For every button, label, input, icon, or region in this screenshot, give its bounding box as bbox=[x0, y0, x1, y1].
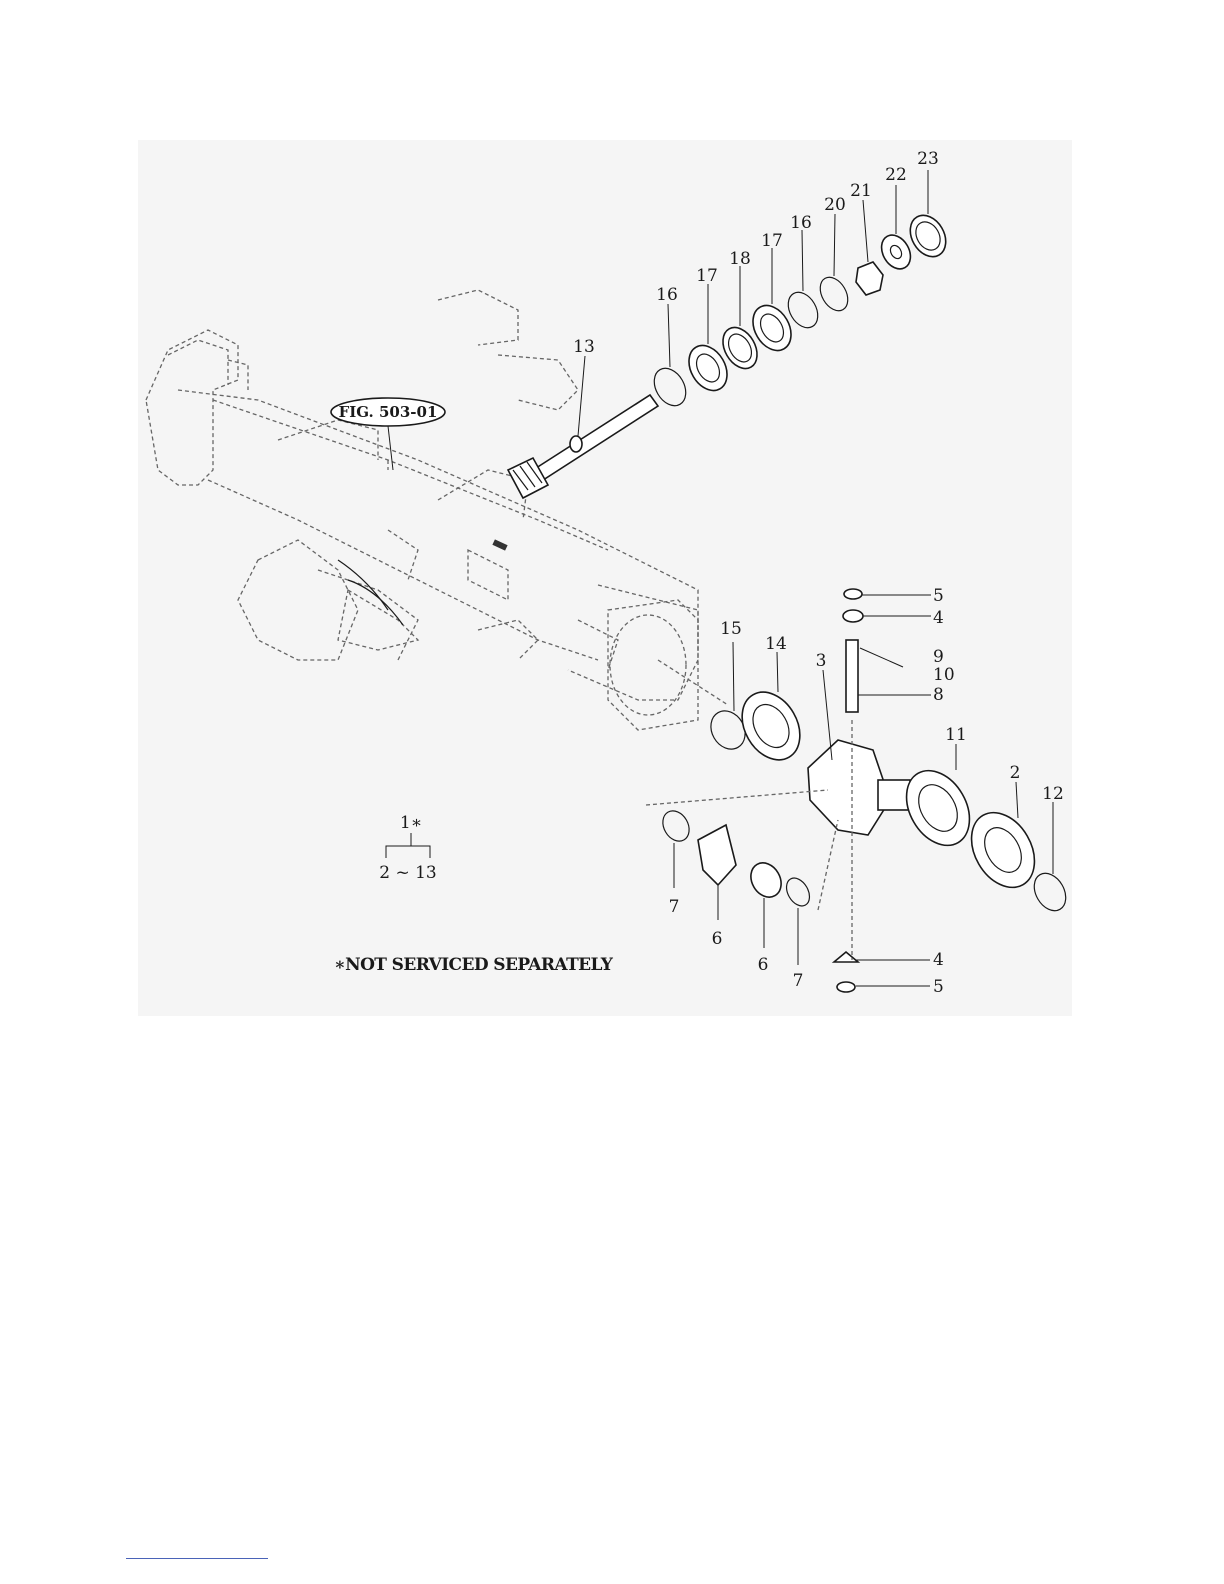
callout-3: 3 bbox=[816, 651, 827, 671]
assembly-note: 1∗ 2 ~ 13 ∗NOT SERVICED SEPARATELY bbox=[334, 813, 614, 975]
footer-rule bbox=[126, 1558, 268, 1559]
callout-7-right: 7 bbox=[793, 971, 804, 991]
callout-16-lower: 16 bbox=[656, 285, 678, 305]
callout-4-upper: 4 bbox=[933, 608, 944, 628]
pinion-shaft bbox=[508, 395, 658, 498]
callout-16-upper: 16 bbox=[790, 213, 812, 233]
callout-22: 22 bbox=[885, 165, 907, 185]
callout-21: 21 bbox=[850, 181, 872, 201]
callout-4-lower: 4 bbox=[933, 950, 944, 970]
callout-5-upper: 5 bbox=[933, 586, 944, 606]
assembly-range: 2 ~ 13 bbox=[379, 863, 437, 883]
callout-7-left: 7 bbox=[669, 897, 680, 917]
callout-6-left: 6 bbox=[712, 929, 723, 949]
upper-bearing-stack bbox=[648, 209, 953, 411]
differential-assembly bbox=[646, 589, 1072, 992]
diagram-panel: FIG. 503-01 bbox=[138, 140, 1072, 1016]
exploded-parts-diagram: FIG. 503-01 bbox=[138, 140, 1072, 1016]
callout-23: 23 bbox=[917, 149, 939, 169]
callout-17-lower: 17 bbox=[696, 266, 718, 286]
callout-17-upper: 17 bbox=[761, 231, 783, 251]
callout-15: 15 bbox=[720, 619, 742, 639]
callout-6-right: 6 bbox=[758, 955, 769, 975]
callout-2: 2 bbox=[1010, 763, 1021, 783]
callout-9: 9 bbox=[933, 647, 944, 667]
callout-13: 13 bbox=[573, 337, 595, 357]
callout-20: 20 bbox=[824, 195, 846, 215]
not-serviced-footnote: ∗NOT SERVICED SEPARATELY bbox=[334, 955, 614, 975]
callout-11: 11 bbox=[945, 725, 967, 745]
assembly-number: 1∗ bbox=[400, 813, 422, 833]
callout-14: 14 bbox=[765, 634, 787, 654]
figure-reference-text: FIG. 503-01 bbox=[339, 403, 438, 421]
callout-5-lower: 5 bbox=[933, 977, 944, 997]
axle-housing-phantom bbox=[146, 290, 728, 730]
callout-12: 12 bbox=[1042, 784, 1064, 804]
callout-8: 8 bbox=[933, 685, 944, 705]
callout-18: 18 bbox=[729, 249, 751, 269]
callout-10: 10 bbox=[933, 665, 955, 685]
